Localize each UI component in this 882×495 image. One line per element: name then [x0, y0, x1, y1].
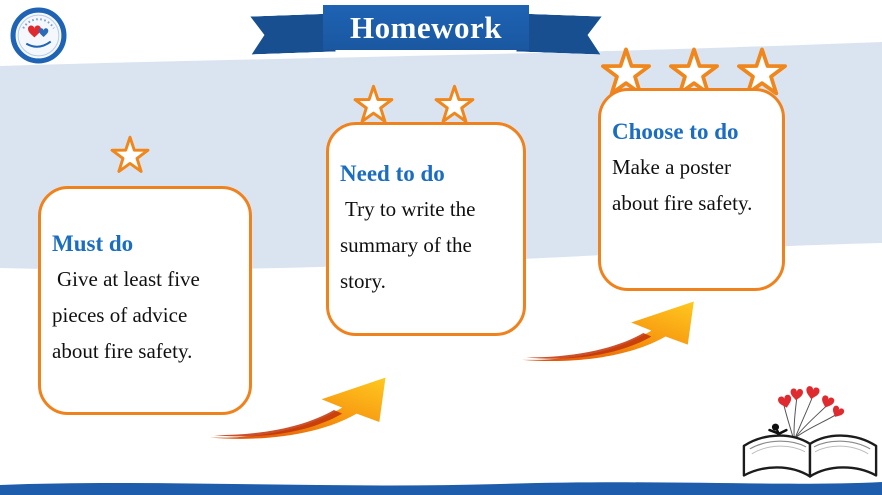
difficulty-stars-must-do — [109, 133, 151, 175]
star-icon — [110, 135, 150, 173]
task-card-must-do: Must do Give at least five pieces of adv… — [38, 186, 252, 415]
swoosh-arrow-icon-2 — [518, 298, 710, 368]
task-card-choose-to-do: Choose to do Make a poster about fire sa… — [598, 88, 785, 291]
title-banner: Homework — [323, 5, 529, 50]
star-icon — [353, 84, 394, 123]
footer-bar — [0, 482, 882, 495]
open-book-icon — [742, 434, 878, 478]
task-body-need-to-do: Try to write the summary of the story. — [340, 197, 476, 294]
task-card-need-to-do: Need to do Try to write the summary of t… — [326, 122, 526, 336]
task-heading-must-do: Must do — [52, 231, 134, 256]
difficulty-stars-need-to-do — [352, 82, 476, 125]
task-body-must-do: Give at least five pieces of advice abou… — [52, 267, 200, 364]
task-body-choose-to-do: Make a poster about fire safety. — [612, 155, 753, 216]
slide-title: Homework — [349, 9, 503, 45]
heart-icons — [777, 385, 846, 420]
open-book-illustration — [736, 380, 882, 494]
task-heading-need-to-do: Need to do — [340, 161, 445, 186]
task-heading-choose-to-do: Choose to do — [612, 119, 739, 144]
star-icon — [434, 84, 475, 123]
school-logo-icon — [10, 7, 67, 64]
